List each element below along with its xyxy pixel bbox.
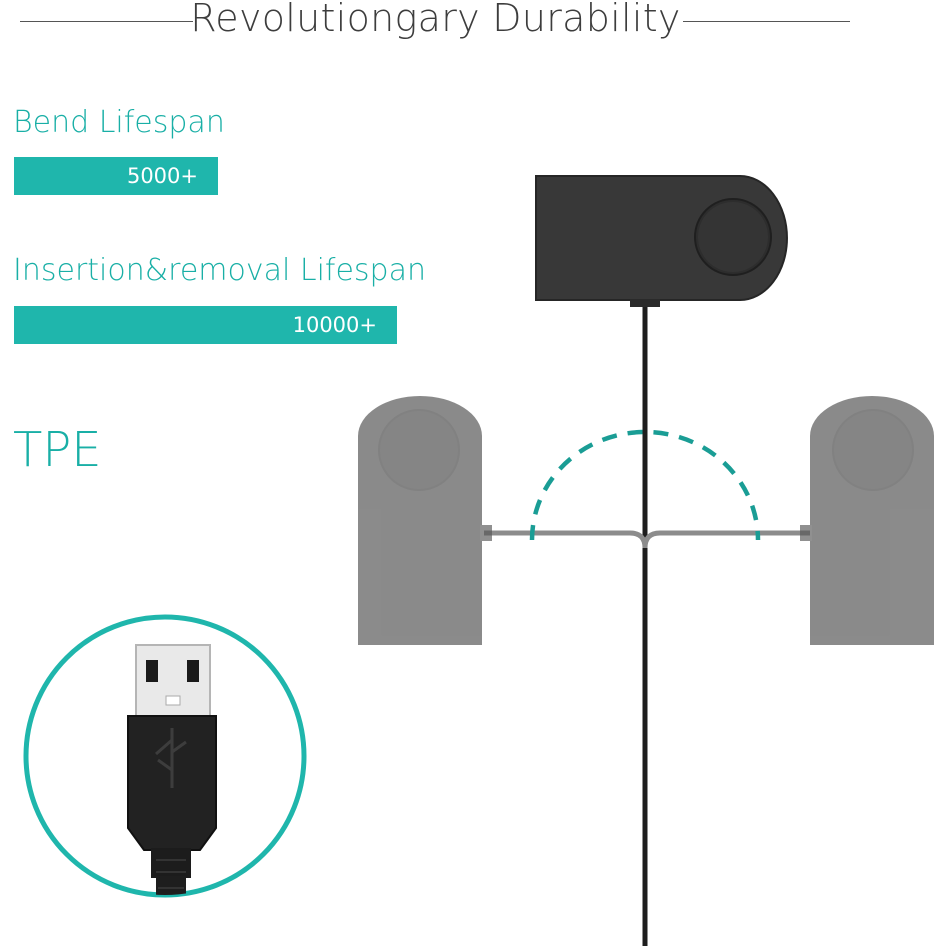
left-branch-cable <box>484 530 648 549</box>
bend-lifespan-bar: 5000+ <box>14 157 218 195</box>
right-faded-cradle <box>800 396 934 645</box>
bend-lifespan-value: 5000+ <box>126 164 198 188</box>
bend-lifespan-label: Bend Lifespan <box>13 105 225 140</box>
insertion-lifespan-bar: 10000+ <box>14 306 397 344</box>
page-title: Revolutiongary Durability <box>190 0 681 40</box>
insertion-lifespan-label: Insertion&removal Lifespan <box>13 253 426 288</box>
title-rule-right <box>683 21 850 22</box>
charger-cradle-icon <box>535 175 788 307</box>
left-faded-cradle <box>358 396 492 645</box>
right-branch-cable <box>642 530 810 549</box>
title-rule-left <box>20 21 193 22</box>
material-label: TPE <box>13 422 102 478</box>
insertion-lifespan-value: 10000+ <box>292 313 377 337</box>
bend-arc-icon <box>529 429 761 541</box>
usb-connector-icon <box>127 644 217 895</box>
